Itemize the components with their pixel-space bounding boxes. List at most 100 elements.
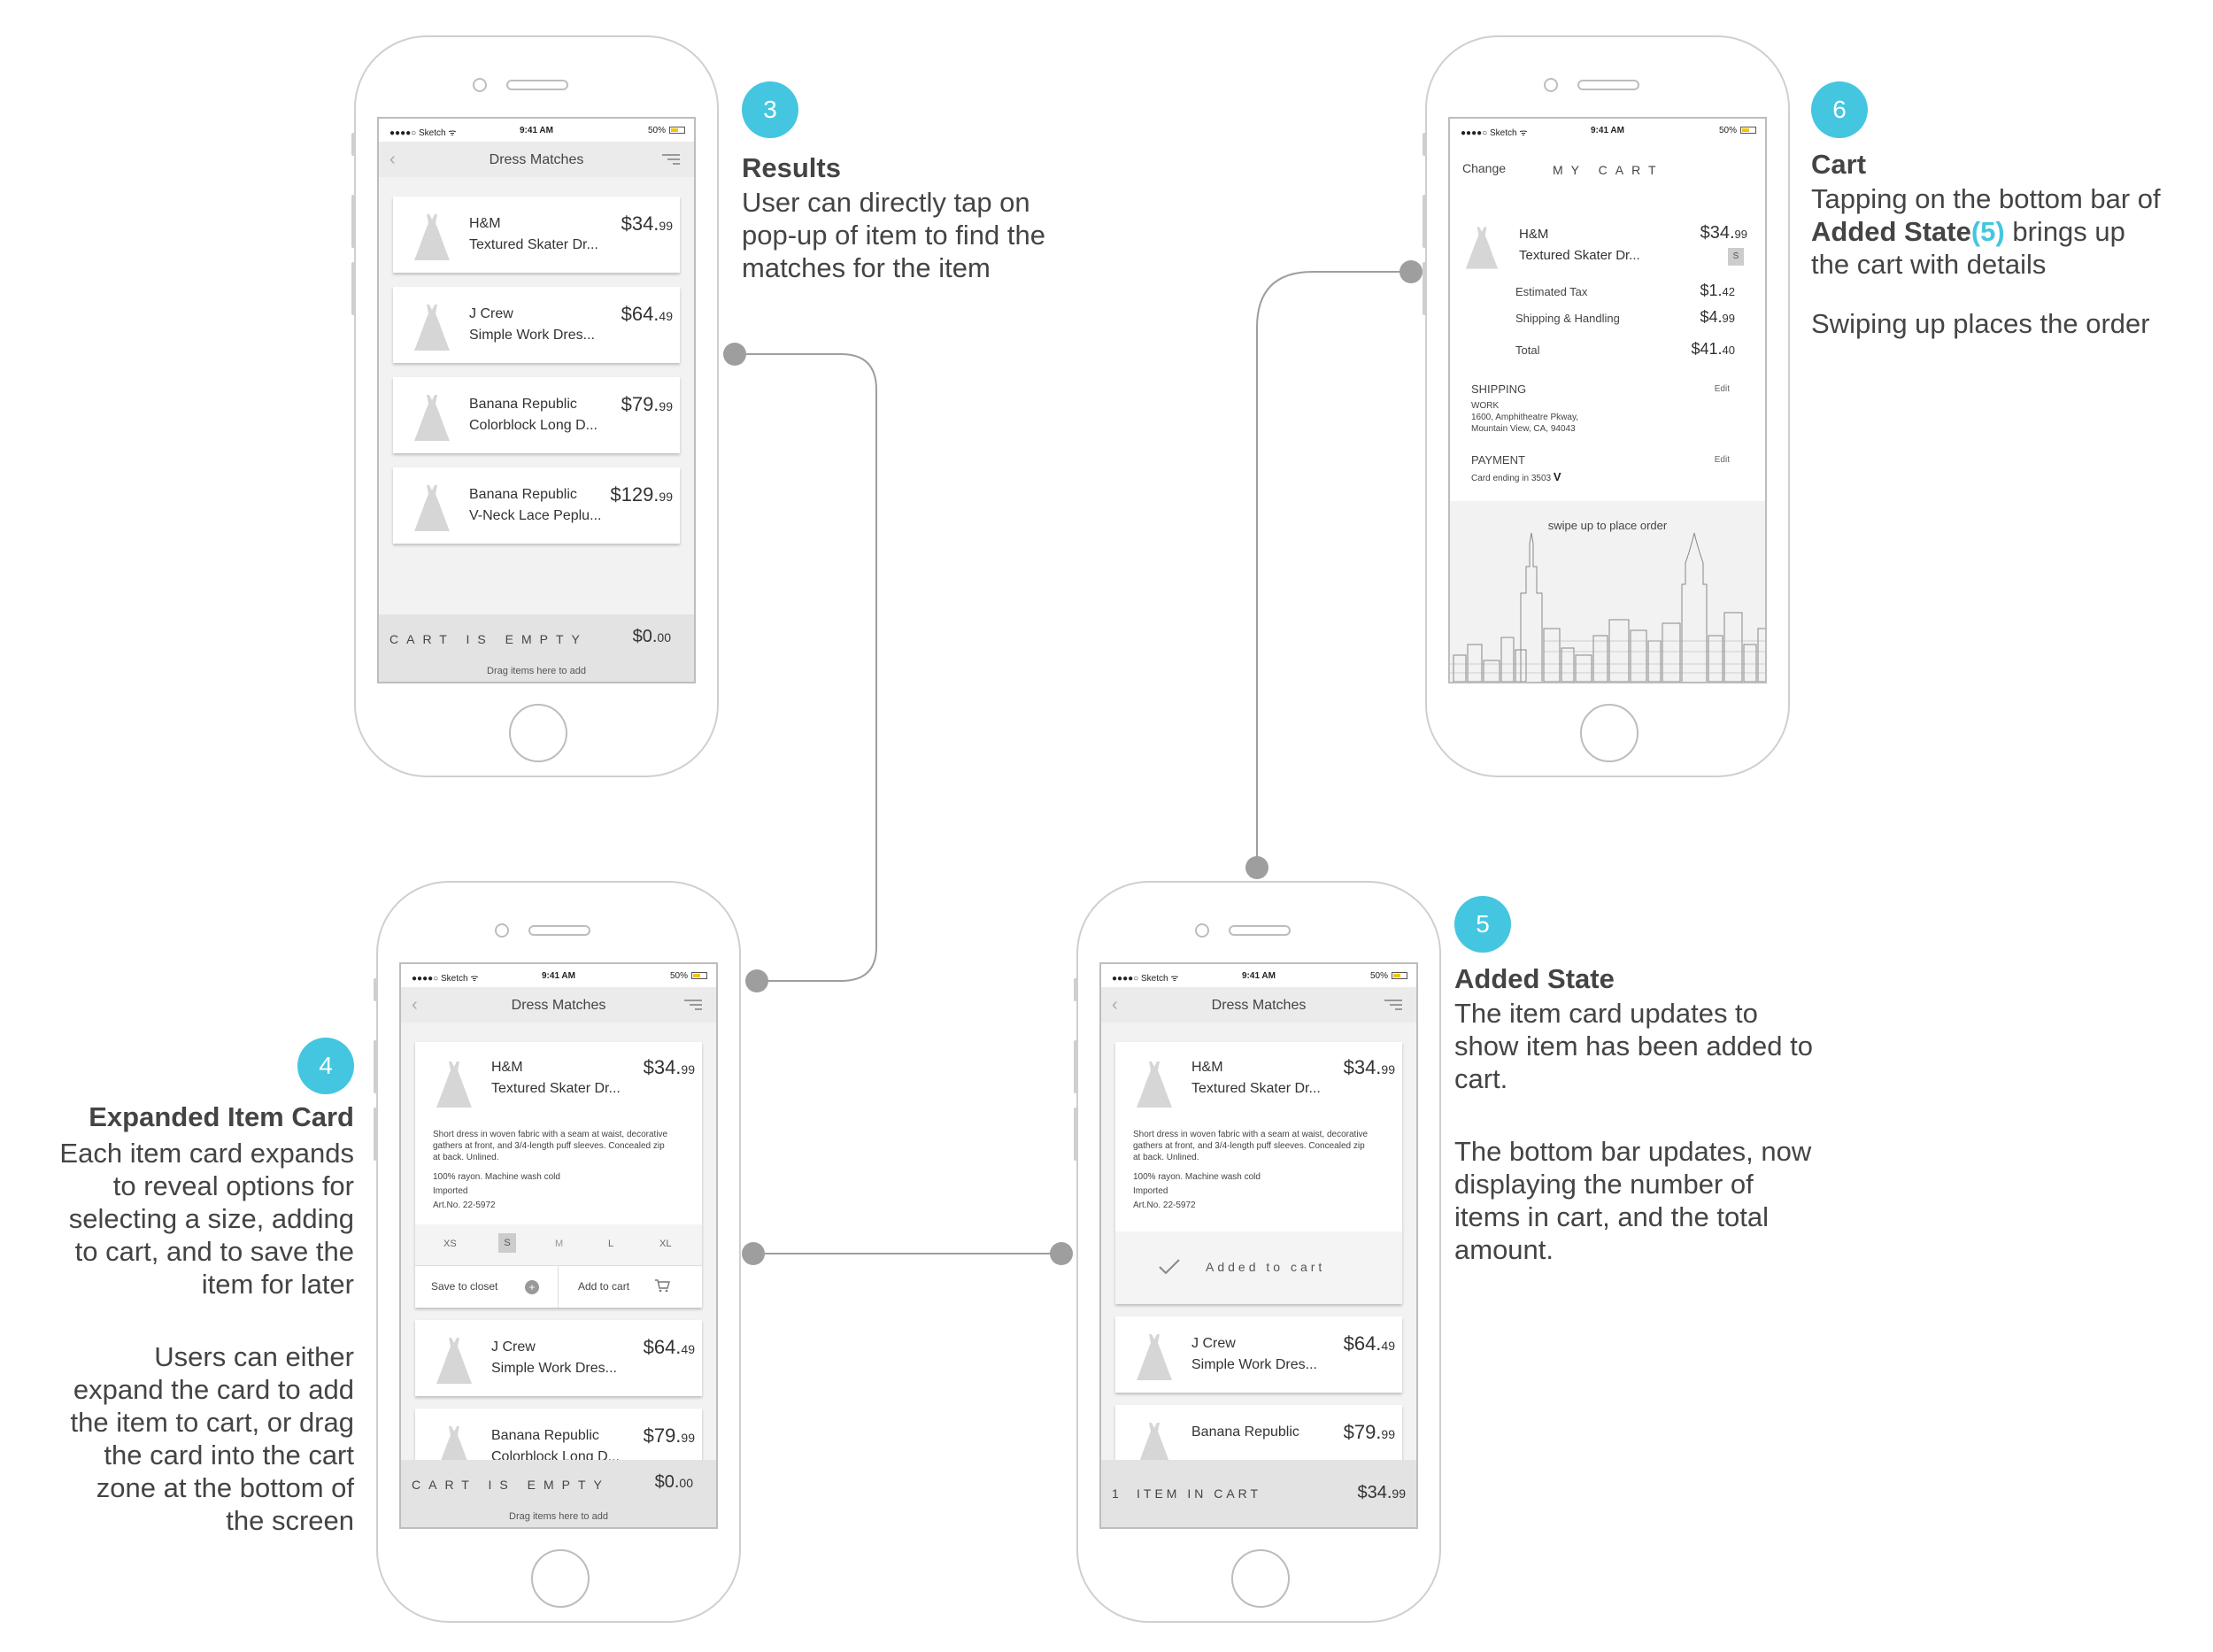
battery-icon <box>669 127 685 134</box>
item-material: 100% rayon. Machine wash cold <box>1133 1172 1261 1182</box>
status-bar: ●●●●○ Sketch ᯤ 9:41 AM 50% <box>401 964 716 987</box>
step-badge: 5 <box>1454 896 1511 953</box>
cart-hint: Drag items here to add <box>509 1511 608 1522</box>
step-description: The item card updates to show item has b… <box>1454 998 1813 1094</box>
cart-total: $34.99 <box>1357 1483 1406 1502</box>
item-brand: J Crew <box>469 306 513 321</box>
swipe-zone[interactable]: swipe up to place order <box>1450 501 1765 682</box>
clock: 9:41 AM <box>1242 971 1276 981</box>
payment-heading: PAYMENT <box>1471 453 1525 467</box>
item-material: 100% rayon. Machine wash cold <box>433 1172 560 1182</box>
step-badge: 4 <box>297 1038 354 1094</box>
connector-dot <box>723 343 746 366</box>
item-name: Simple Work Dres... <box>491 1361 617 1376</box>
size-option[interactable]: XS <box>443 1239 457 1249</box>
size-option[interactable]: L <box>608 1239 614 1249</box>
phone-results: ●●●●○ Sketch ᯤ 9:41 AM 50% ‹ Dress Match… <box>351 35 719 777</box>
item-card[interactable]: J Crew Simple Work Dres... $64.49 <box>1115 1316 1402 1393</box>
size-option[interactable]: M <box>555 1239 564 1249</box>
size-option[interactable]: XL <box>659 1239 672 1249</box>
item-price: $79.99 <box>1343 1421 1395 1443</box>
dress-icon <box>436 1061 472 1108</box>
shipping-edit-button[interactable]: Edit <box>1714 384 1730 394</box>
home-button[interactable] <box>531 1549 590 1608</box>
clock: 9:41 AM <box>542 971 575 981</box>
step-badge: 3 <box>742 81 798 138</box>
cart-drop-zone[interactable]: CART IS EMPTY $0.00 Drag items here to a… <box>401 1460 716 1527</box>
connector-dot <box>1245 856 1268 879</box>
item-card[interactable]: J Crew Simple Work Dres... $64.49 <box>415 1320 702 1396</box>
step-title: Cart <box>1811 149 1867 180</box>
back-chevron-icon[interactable]: ‹ <box>1112 995 1118 1015</box>
battery-percent: 50% <box>1718 126 1737 135</box>
dress-icon <box>1137 1423 1172 1469</box>
filter-icon[interactable] <box>662 154 680 166</box>
item-price: $64.49 <box>1343 1332 1395 1355</box>
expanded-item-card[interactable]: H&M Textured Skater Dr... $34.99 Short d… <box>415 1042 702 1308</box>
shipping-value: $4.99 <box>1700 308 1736 326</box>
item-brand: J Crew <box>1191 1336 1236 1351</box>
add-to-cart-button[interactable]: Add to cart <box>559 1265 702 1308</box>
step-badge: 6 <box>1811 81 1868 138</box>
cart-status: CART IS EMPTY <box>412 1478 610 1492</box>
step-title: Expanded Item Card <box>89 1101 354 1132</box>
size-row: XS S M L XL <box>415 1224 702 1265</box>
home-button[interactable] <box>1231 1549 1290 1608</box>
item-brand: Banana Republic <box>1191 1424 1299 1440</box>
step-description: User can directly tap on pop-up of item … <box>742 187 1045 283</box>
item-brand: Banana Republic <box>469 397 577 412</box>
carrier: ●●●●○ Sketch ᯤ <box>1461 128 1528 138</box>
step-description: The bottom bar updates, now displaying t… <box>1454 1136 1812 1265</box>
carrier: ●●●●○ Sketch ᯤ <box>412 974 479 984</box>
home-button[interactable] <box>509 704 567 762</box>
status-bar: ●●●●○ Sketch ᯤ 9:41 AM 50% <box>379 119 694 142</box>
carrier: ●●●●○ Sketch ᯤ <box>389 128 457 138</box>
cart-sheet: ●●●●○ Sketch ᯤ 9:41 AM 50% Change MY CAR… <box>1450 119 1765 501</box>
added-item-card[interactable]: H&M Textured Skater Dr... $34.99 Short d… <box>1115 1042 1402 1304</box>
change-button[interactable]: Change <box>1462 161 1507 175</box>
side-button <box>351 262 356 315</box>
carrier: ●●●●○ Sketch ᯤ <box>1112 974 1179 984</box>
phone-cart: ●●●●○ Sketch ᯤ 9:41 AM 50% Change MY CAR… <box>1423 35 1790 777</box>
added-confirmation: Added to cart <box>1115 1231 1402 1304</box>
side-button <box>1423 133 1427 156</box>
item-brand: J Crew <box>491 1339 536 1355</box>
shipping-label: Shipping & Handling <box>1515 312 1620 325</box>
cart-status: CART IS EMPTY <box>389 632 588 646</box>
battery-percent: 50% <box>669 971 688 981</box>
item-brand: Banana Republic <box>491 1428 599 1443</box>
cart-drop-zone[interactable]: CART IS EMPTY $0.00 Drag items here to a… <box>379 614 694 682</box>
item-name: Textured Skater Dr... <box>491 1081 621 1096</box>
step-description: Each item card expands to reveal options… <box>59 1138 354 1300</box>
cart-bar[interactable]: 1 ITEM IN CART $34.99 <box>1101 1460 1416 1527</box>
item-name: Simple Work Dres... <box>469 328 595 343</box>
back-chevron-icon[interactable]: ‹ <box>389 150 396 169</box>
battery-icon <box>691 972 707 979</box>
home-button[interactable] <box>1580 704 1639 762</box>
size-option-selected[interactable]: S <box>498 1233 516 1253</box>
item-description: Short dress in woven fabric with a seam … <box>1133 1130 1369 1162</box>
side-button <box>1074 978 1078 1001</box>
item-price: $64.49 <box>621 303 673 325</box>
item-price: $34.99 <box>1700 223 1747 243</box>
battery-percent: 50% <box>1369 971 1388 981</box>
item-brand: H&M <box>491 1060 523 1075</box>
page-title: Dress Matches <box>1211 998 1307 1013</box>
filter-icon[interactable] <box>1384 1000 1402 1012</box>
save-to-closet-button[interactable]: Save to closet + <box>415 1265 559 1308</box>
side-button <box>374 1108 378 1161</box>
item-origin: Imported <box>433 1186 468 1196</box>
back-chevron-icon[interactable]: ‹ <box>412 995 418 1015</box>
item-name: V-Neck Lace Peplu... <box>469 508 602 523</box>
nav-bar: ‹ Dress Matches <box>401 987 716 1023</box>
total-label: Total <box>1515 344 1540 357</box>
payment-edit-button[interactable]: Edit <box>1714 455 1730 465</box>
connector-dot <box>745 969 768 992</box>
speaker <box>1229 925 1291 936</box>
step-description: Tapping on the bottom bar of Added State… <box>1811 183 2161 339</box>
filter-icon[interactable] <box>684 1000 702 1012</box>
